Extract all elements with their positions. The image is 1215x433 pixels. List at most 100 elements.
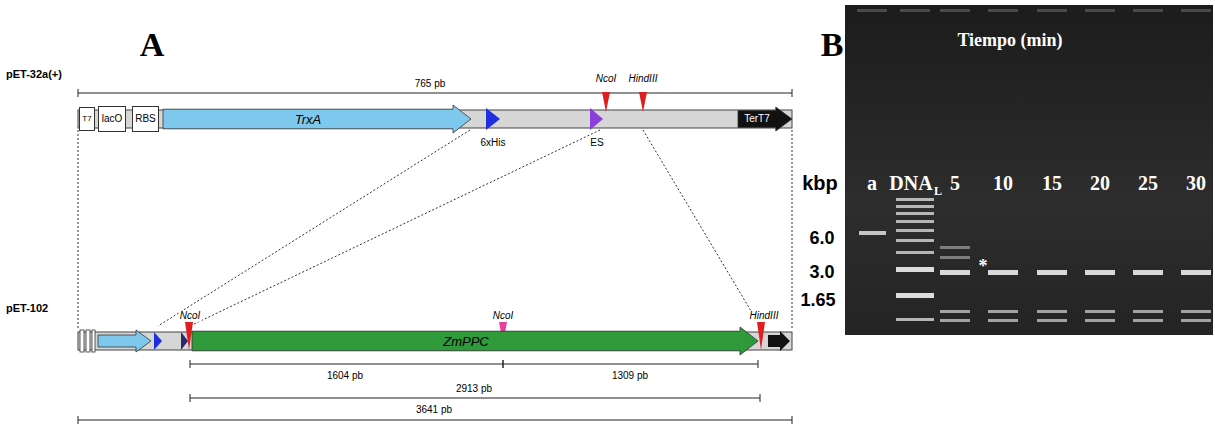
gel-well [900, 9, 930, 12]
node-text: RBS [135, 114, 156, 124]
trxa-arrow [98, 330, 151, 352]
panel-letter: A [139, 27, 166, 63]
vector-band [1085, 270, 1115, 275]
plasmid-name: pET-32a(+) [5, 69, 63, 81]
restriction-site: NcoI [595, 74, 618, 85]
restriction-site-marker [602, 92, 610, 112]
node-text: TrxA [295, 113, 321, 126]
promoter-box [80, 330, 84, 352]
vector-band [1133, 270, 1163, 275]
vector-band [988, 270, 1018, 275]
restriction-site: NcoI [492, 311, 515, 322]
dimension-line-tick [758, 360, 759, 368]
ladder-band [896, 251, 934, 254]
lane-label: 10 [992, 173, 1014, 194]
rbs-box: RBS [132, 106, 159, 132]
dimension-line-tick [792, 416, 793, 424]
insert-band [1085, 319, 1115, 322]
lane-label-subscript: L [933, 185, 943, 198]
dimension-line-tick [760, 394, 761, 402]
operator-box: lacO [98, 106, 126, 132]
restriction-site: HindIII [628, 74, 659, 85]
lane-label: 15 [1041, 173, 1063, 194]
partial-band [940, 246, 970, 249]
gel-well [1037, 9, 1067, 12]
node-text: TerT7 [744, 114, 770, 124]
dimension-label: 765 pb [414, 79, 447, 90]
gel-well [857, 9, 887, 12]
feature-label: 6xHis [479, 138, 506, 149]
vector-band [940, 270, 970, 275]
restriction-site-marker [757, 322, 765, 350]
gel-well [940, 9, 970, 12]
terminator-arrow-outline [738, 107, 792, 131]
ladder-band [896, 212, 934, 215]
restriction-site-marker [639, 92, 647, 112]
gene-arrow: TrxA [163, 105, 471, 133]
es-marker [590, 108, 603, 130]
node-text: T7 [82, 115, 91, 123]
dotted-guide [78, 130, 79, 330]
insert-band [1037, 319, 1067, 322]
lane-label: a [866, 173, 878, 194]
insert-band [940, 319, 970, 322]
size-marker: 6.0 [808, 229, 835, 248]
ladder-band [896, 205, 934, 208]
gel-image [845, 5, 1213, 335]
dimension-label: 1604 pb [326, 371, 364, 382]
insert-band [1085, 310, 1115, 313]
node-text: ZmPPC [443, 335, 489, 348]
insert-band [1037, 310, 1067, 313]
panel-letter: B [820, 27, 845, 63]
dimension-line-tick [503, 360, 504, 368]
dimension-line-tick [78, 416, 79, 424]
band-marker: * [978, 257, 989, 276]
dimension-label: 2913 pb [455, 384, 493, 395]
his-tag-marker [154, 332, 162, 350]
gel-well [1181, 9, 1211, 12]
gel-well [1085, 9, 1115, 12]
ladder-band [896, 229, 934, 232]
axis-title: Tiempo (min) [956, 31, 1063, 50]
insert-band [988, 310, 1018, 313]
dimension-line-tick [792, 89, 793, 97]
ladder-band [896, 318, 934, 321]
gene-arrow-outline [163, 105, 471, 133]
plasmid-band [859, 231, 886, 235]
size-marker: 1.65 [799, 291, 836, 310]
dimension-line-tick [190, 360, 191, 368]
lane-label: 5 [949, 173, 961, 194]
vector-band [1037, 270, 1067, 275]
dimension-line [190, 364, 503, 365]
dimension-label: 3641 pb [415, 405, 453, 416]
dimension-line [190, 398, 760, 399]
unit-label: kbp [801, 173, 839, 194]
promoter-box: T7 [79, 107, 95, 131]
dimension-line-tick [190, 394, 191, 402]
feature-label: ES [589, 138, 604, 149]
ladder-band [896, 293, 934, 298]
gel-well [988, 9, 1018, 12]
lane-label: 20 [1089, 173, 1111, 194]
plasmid-name: pET-102 [5, 303, 49, 315]
rbs-box [92, 330, 95, 352]
size-marker: 3.0 [808, 263, 835, 282]
ladder-band [896, 239, 934, 242]
lane-label: 25 [1137, 173, 1159, 194]
insert-band [1181, 319, 1211, 322]
dotted-guide [158, 130, 470, 326]
dimension-line [503, 364, 758, 365]
dimension-label: 1309 pb [611, 371, 649, 382]
dimension-line [78, 420, 792, 421]
restriction-site: NcoI [179, 311, 202, 322]
dimension-line-tick [503, 360, 504, 368]
dimension-line-tick [78, 89, 79, 97]
insert-band [1133, 319, 1163, 322]
gel-well [1133, 9, 1163, 12]
node-text: lacO [102, 114, 123, 124]
his-tag-marker [486, 108, 500, 130]
terminator-arrow [768, 331, 790, 351]
dimension-line [78, 93, 792, 94]
